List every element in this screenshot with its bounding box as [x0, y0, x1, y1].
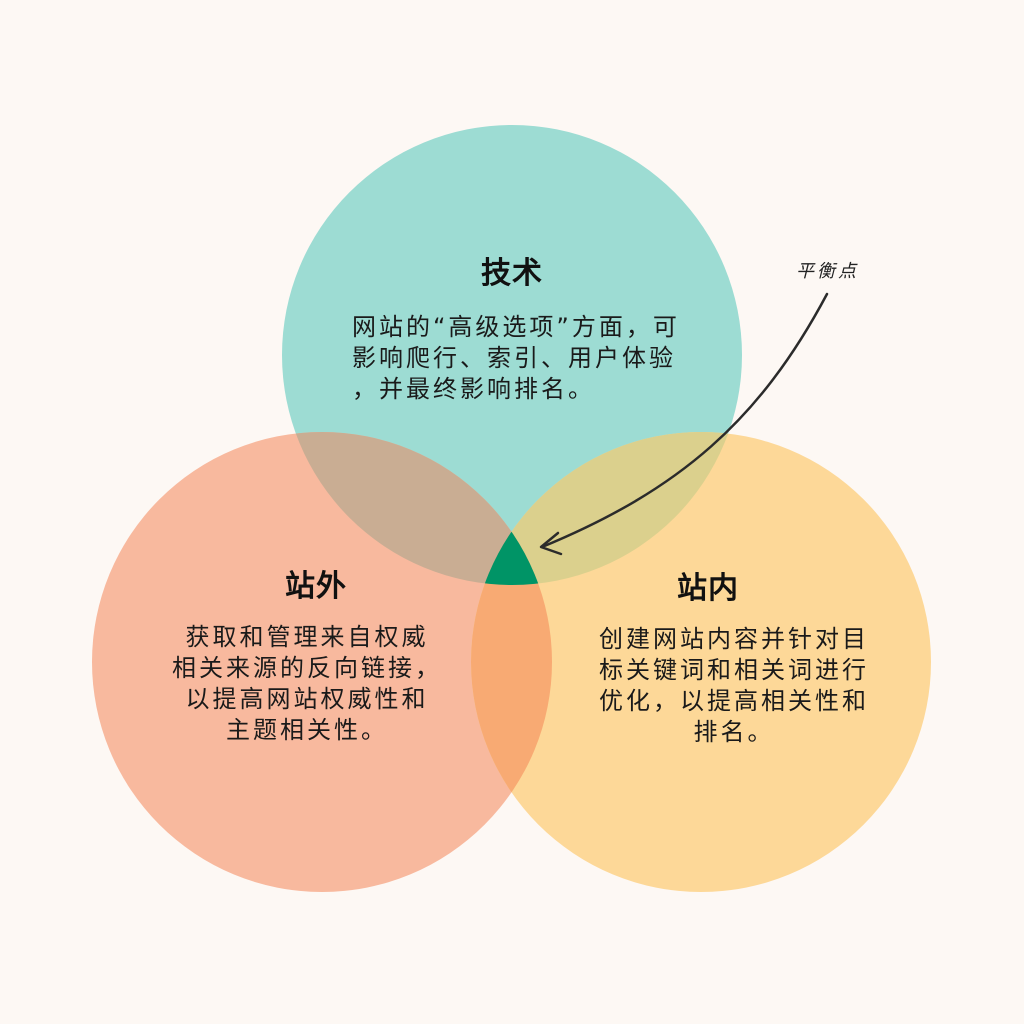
technical-description-line: 网站的“高级选项”方面，可 — [352, 313, 680, 341]
overlap-technical-offsite — [282, 432, 552, 585]
offsite-description-line: 相关来源的反向链接， — [172, 654, 442, 682]
onsite-description-line: 标关键词和相关词进行 — [599, 656, 869, 684]
balance-point-annotation: 平衡点 — [796, 261, 859, 282]
offsite-description-line: 以提高网站权威性和 — [185, 685, 429, 713]
onsite-title: 站内 — [677, 571, 739, 606]
onsite-description-line: 创建网站内容并针对目 — [599, 625, 869, 653]
offsite-title: 站外 — [285, 569, 347, 604]
onsite-description: 创建网站内容并针对目 标关键词和相关词进行 优化，以提高相关性和 排名。 — [574, 624, 894, 748]
technical-description: 网站的“高级选项”方面，可 影响爬行、索引、用户体验 ，并最终影响排名。 — [352, 312, 712, 405]
onsite-description-line: 排名。 — [693, 718, 775, 746]
technical-description-line: ，并最终影响排名。 — [352, 375, 595, 403]
technical-description-line: 影响爬行、索引、用户体验 — [352, 344, 676, 372]
offsite-description-line: 获取和管理来自权威 — [185, 623, 429, 651]
overlap-technical-onsite — [471, 432, 742, 585]
offsite-description: 获取和管理来自权威 相关来源的反向链接， 以提高网站权威性和 主题相关性。 — [152, 622, 462, 746]
onsite-description-line: 优化，以提高相关性和 — [599, 687, 869, 715]
offsite-description-line: 主题相关性。 — [226, 716, 388, 744]
technical-title: 技术 — [481, 256, 543, 291]
curved-arrow-icon — [539, 292, 829, 556]
